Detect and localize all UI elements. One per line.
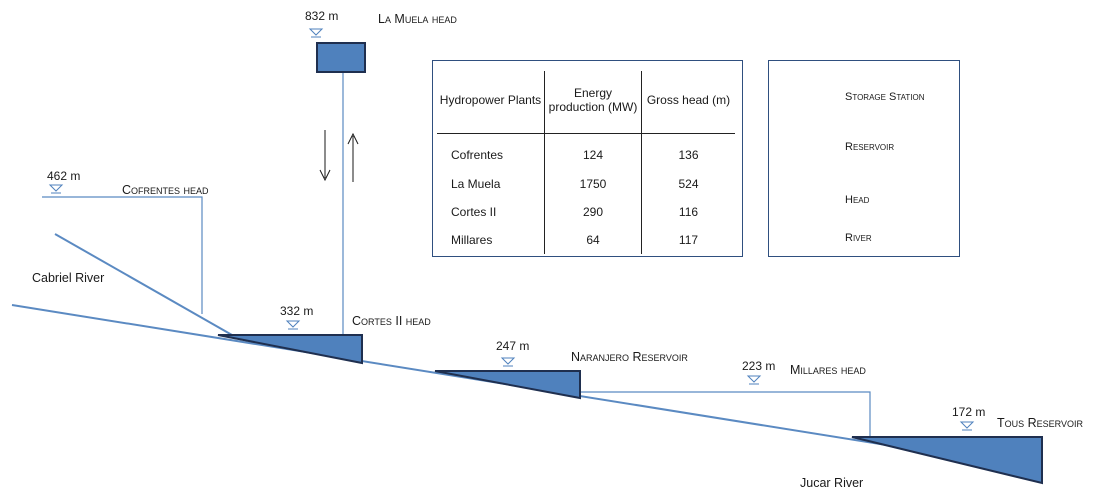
- elevation-cortes: 332 m: [280, 304, 313, 318]
- table-row: Cortes II 290 116: [437, 198, 735, 226]
- label-cortes-head: Cortes II head: [352, 314, 431, 328]
- elevation-naranjero: 247 m: [496, 339, 529, 353]
- table-header-energy: Energy production (MW): [544, 71, 642, 134]
- table-header-plants: Hydropower Plants: [437, 71, 545, 134]
- table-cell-head: 116: [641, 198, 735, 226]
- table-row: Cofrentes 124 136: [437, 133, 735, 170]
- table-cell-plant: Millares: [451, 233, 493, 247]
- table-cell-plant: Cofrentes: [451, 148, 504, 162]
- elevation-tous: 172 m: [952, 405, 985, 419]
- elevation-cofrentes: 462 m: [47, 169, 80, 183]
- table-header-head: Gross head (m): [641, 71, 735, 134]
- water-level-marker-cortes: [285, 320, 301, 330]
- table-row: La Muela 1750 524: [437, 170, 735, 198]
- millares-head-line: [580, 391, 871, 436]
- legend-box: [768, 60, 960, 257]
- cofrentes-head-line: [42, 196, 203, 314]
- water-level-marker-millares: [746, 375, 762, 385]
- table-cell-head: 117: [641, 226, 735, 254]
- label-jucar-river: Jucar River: [800, 476, 863, 490]
- table-cell-head: 524: [641, 170, 735, 198]
- tous-reservoir: [851, 436, 1043, 485]
- la-muela-storage-station: [316, 42, 366, 73]
- elevation-la-muela: 832 m: [305, 9, 338, 23]
- naranjero-reservoir: [434, 370, 581, 400]
- label-cabriel-river: Cabriel River: [32, 271, 104, 285]
- arrow-up-icon: [347, 132, 359, 145]
- label-millares-head: Millares head: [790, 363, 866, 377]
- hydropower-plants-table: Hydropower Plants Energy production (MW)…: [432, 60, 743, 257]
- cabriel-river-line: [54, 233, 233, 336]
- label-tous-reservoir: Tous Reservoir: [997, 416, 1083, 430]
- table-cell-energy: 1750: [544, 170, 642, 198]
- label-la-muela-head: La Muela head: [378, 12, 457, 26]
- label-naranjero-reservoir: Naranjero Reservoir: [571, 350, 688, 364]
- elevation-millares: 223 m: [742, 359, 775, 373]
- table-cell-energy: 124: [544, 133, 642, 170]
- water-level-marker-tous: [959, 421, 975, 431]
- water-level-marker-cofrentes: [48, 184, 64, 194]
- arrow-down-icon: [319, 169, 331, 182]
- water-level-marker-naranjero: [500, 357, 516, 367]
- label-cofrentes-head: Cofrentes head: [122, 183, 209, 197]
- table-cell-head: 136: [641, 133, 735, 170]
- table-cell-plant: La Muela: [451, 177, 501, 191]
- cortes-reservoir: [217, 334, 363, 365]
- water-level-marker-la-muela: [308, 28, 324, 38]
- table-cell-energy: 64: [544, 226, 642, 254]
- table-row: Millares 64 117: [437, 226, 735, 254]
- table-cell-plant: Cortes II: [451, 205, 497, 219]
- table-cell-energy: 290: [544, 198, 642, 226]
